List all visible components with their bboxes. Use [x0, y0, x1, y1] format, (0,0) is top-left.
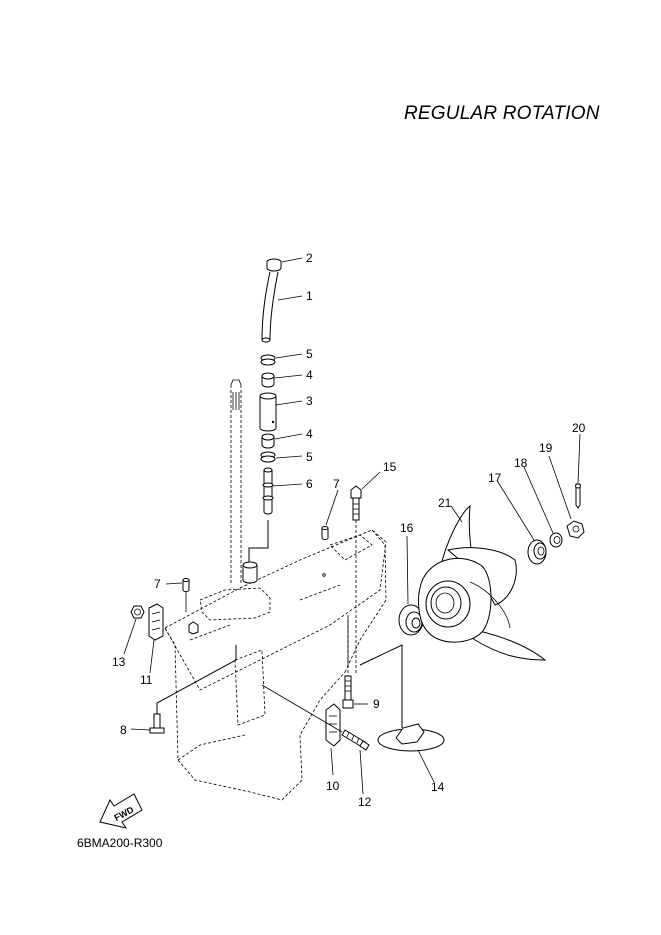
- fwd-arrow-icon: FWD: [99, 793, 143, 829]
- washer-18: [549, 532, 563, 548]
- callout-7-lower: 7: [154, 577, 161, 591]
- callout-4-upper: 4: [306, 368, 313, 382]
- drive-shaft: [230, 379, 242, 585]
- trim-tab-10: [325, 703, 341, 747]
- spacer-17: [527, 539, 547, 565]
- lower-casing: [164, 529, 387, 801]
- callout-5-lower: 5: [306, 450, 313, 464]
- diagram-title: REGULAR ROTATION: [404, 103, 600, 124]
- callout-13: 13: [112, 655, 126, 669]
- propeller-21: [418, 504, 547, 661]
- callout-17: 17: [488, 471, 502, 485]
- callout-20: 20: [572, 421, 586, 435]
- callout-18: 18: [514, 456, 528, 470]
- bolt-12: [261, 684, 370, 751]
- callout-12: 12: [358, 795, 372, 809]
- water-tube-assembly: [242, 258, 282, 584]
- callout-2: 2: [306, 251, 313, 265]
- callout-16: 16: [400, 521, 414, 535]
- callout-3: 3: [306, 394, 313, 408]
- diagram-code: 6BMA200-R300: [77, 836, 163, 850]
- callout-14: 14: [431, 780, 445, 794]
- callout-7-upper: 7: [333, 477, 340, 491]
- callout-1: 1: [306, 289, 313, 303]
- plug-13: [130, 605, 145, 619]
- part-callouts: 2 1 5 4 3 4 5 6 7 15 16 21 17 18 19 20 7…: [112, 251, 586, 809]
- callout-9: 9: [373, 697, 380, 711]
- callout-4-lower: 4: [306, 427, 313, 441]
- callout-8: 8: [120, 723, 127, 737]
- nut-19: [566, 520, 585, 539]
- leader-lines: [123, 257, 581, 795]
- thrust-washer-16: [398, 604, 424, 636]
- anode-14: [347, 618, 445, 752]
- cotter-pin-20: [575, 483, 581, 509]
- callout-6: 6: [306, 477, 313, 491]
- dowel-pin-7-lower: [182, 578, 190, 612]
- callout-5-upper: 5: [306, 347, 313, 361]
- bolt-8: [149, 645, 237, 734]
- callout-11: 11: [140, 673, 153, 687]
- callout-10: 10: [326, 779, 340, 793]
- callout-21: 21: [438, 496, 452, 510]
- callout-15: 15: [383, 460, 397, 474]
- bolt-15: [350, 485, 362, 675]
- callout-19: 19: [539, 441, 553, 455]
- dowel-pin-7-upper: [321, 526, 329, 577]
- anode-11: [148, 603, 199, 641]
